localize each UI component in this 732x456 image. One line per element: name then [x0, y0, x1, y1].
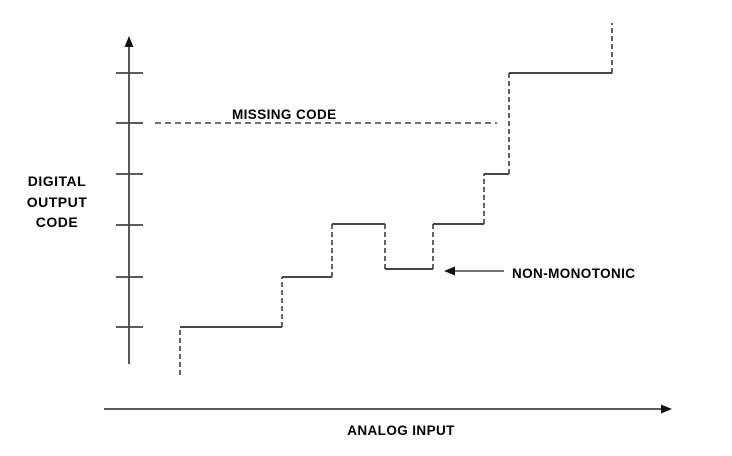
y-axis-label-line-3: CODE: [36, 214, 78, 230]
diagram-labels: DIGITAL OUTPUT CODE MISSING CODE NON-MON…: [27, 107, 635, 438]
x-axis-label: ANALOG INPUT: [347, 423, 455, 438]
missing-code-label: MISSING CODE: [232, 107, 337, 122]
y-axis-up-arrowhead: [124, 36, 134, 47]
y-axis-label-line-1: DIGITAL: [28, 173, 86, 189]
diagram-geometry: [104, 23, 672, 414]
non-monotonic-left-arrowhead: [444, 266, 455, 276]
y-axis-label-line-2: OUTPUT: [27, 194, 88, 210]
non-monotonic-label: NON-MONOTONIC: [512, 266, 635, 281]
x-axis-right-arrowhead: [661, 404, 672, 414]
